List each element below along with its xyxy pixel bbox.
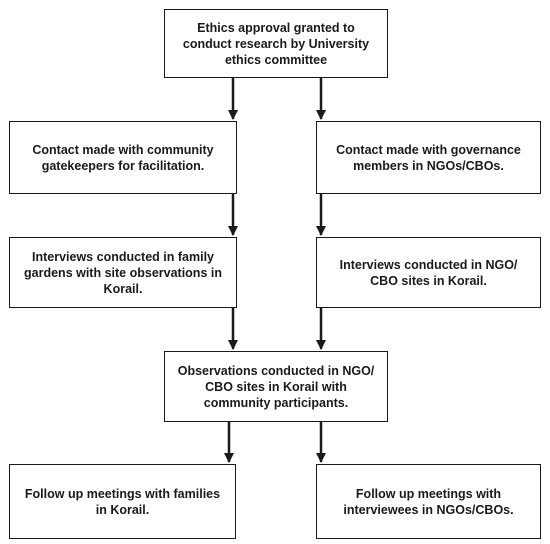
ethics-approval-box: Ethics approval granted to conduct resea…	[164, 9, 388, 78]
contact-gatekeepers-box: Contact made with community gatekeepers …	[9, 121, 237, 194]
interviews-gardens-text: Interviews conducted in family gardens w…	[24, 249, 222, 296]
contact-governance-text: Contact made with governance members in …	[336, 142, 521, 173]
interviews-ngo-box: Interviews conducted in NGO/ CBO sites i…	[316, 237, 541, 308]
contact-governance-box: Contact made with governance members in …	[316, 121, 541, 194]
contact-gatekeepers-text: Contact made with community gatekeepers …	[32, 142, 214, 173]
interviews-ngo-text: Interviews conducted in NGO/ CBO sites i…	[339, 257, 518, 288]
followup-interviewees-text: Follow up meetings with interviewees in …	[343, 486, 514, 517]
observations-text: Observations conducted in NGO/ CBO sites…	[177, 363, 375, 410]
followup-families-box: Follow up meetings with families in Kora…	[9, 464, 236, 539]
ethics-approval-text: Ethics approval granted to conduct resea…	[182, 20, 370, 67]
interviews-gardens-box: Interviews conducted in family gardens w…	[9, 237, 237, 308]
observations-box: Observations conducted in NGO/ CBO sites…	[164, 351, 388, 422]
followup-families-text: Follow up meetings with families in Kora…	[24, 486, 221, 517]
followup-interviewees-box: Follow up meetings with interviewees in …	[316, 464, 541, 539]
